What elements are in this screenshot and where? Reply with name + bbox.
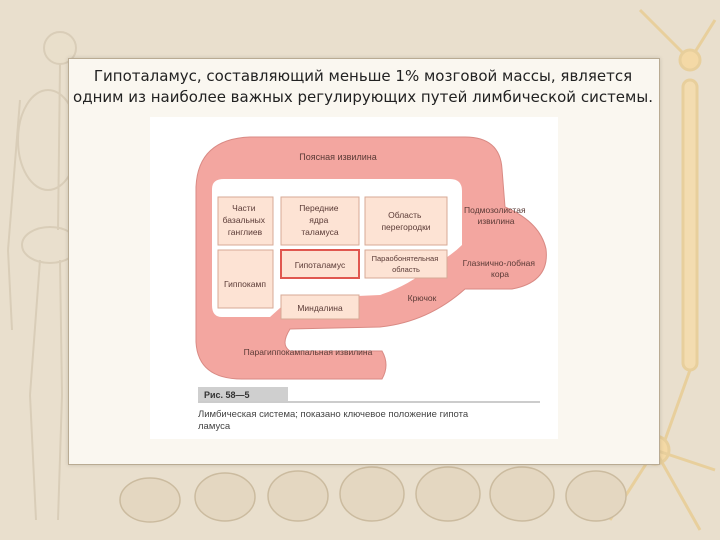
limbic-system-diagram: Поясная извилина Части базальных ганглие… [150,117,558,439]
parahippocampal-gyrus-label: Парагиппокампальная извилина [244,347,373,357]
uncus-label: Крючок [408,293,437,303]
figure-label: Рис. 58—5 [204,390,250,400]
septal-area-box [365,197,447,245]
cingulate-gyrus-label: Поясная извилина [299,152,376,162]
hypothalamus-label: Гипоталамус [295,260,346,270]
slide-title: Гипоталамус, составляющий меньше 1% мозг… [70,66,656,108]
caption-text: Лимбическая система; показано ключевое п… [198,409,471,432]
slide-title-line-1: Гипоталамус, составляющий меньше 1% мозг… [70,66,656,87]
limbic-system-figure: Поясная извилина Части базальных ганглие… [150,117,558,439]
skulls-illustration [120,467,626,522]
hippocampus-label: Гиппокамп [224,279,266,289]
slide-title-line-2: одним из наиболее важных регулирующих пу… [70,87,656,108]
amygdala-label: Миндалина [297,303,343,313]
